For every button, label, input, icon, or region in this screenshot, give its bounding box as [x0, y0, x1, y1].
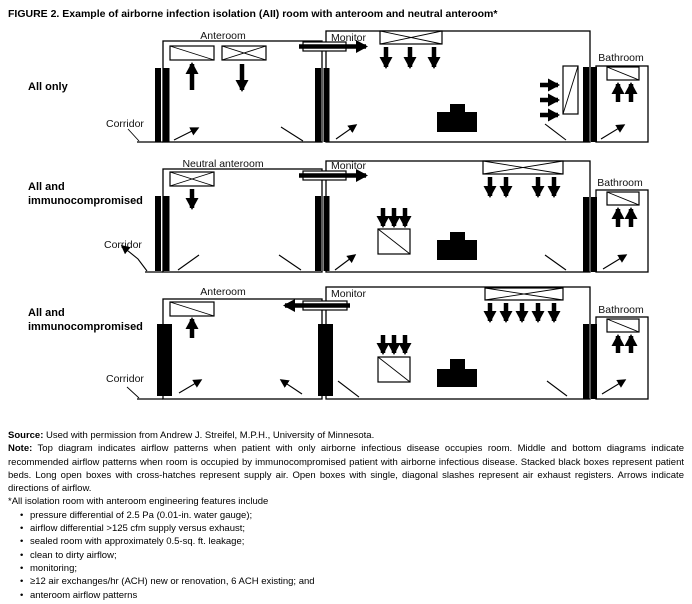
monitor-label: Monitor — [331, 288, 367, 300]
supply-register-icon — [482, 160, 564, 175]
exhaust-register-icon — [377, 228, 411, 255]
door-airflow-arrows — [178, 379, 627, 398]
airflow-arrows-down — [376, 208, 412, 228]
door-airflow-arrows — [173, 123, 626, 142]
exhaust-register-icon — [169, 45, 215, 61]
airflow-arrows-up — [611, 334, 638, 353]
patient-bed — [437, 232, 477, 260]
source-label: Source: — [8, 430, 44, 441]
diagram-type-label: All only — [28, 81, 69, 93]
engineering-feature-item: airflow differential >125 cfm supply ver… — [20, 522, 684, 536]
anteroom-label: Anteroom — [200, 30, 246, 42]
diagram-type-label: immunocompromised — [28, 321, 143, 333]
bathroom-label: Bathroom — [598, 304, 644, 316]
diagram-type-label: immunocompromised — [28, 195, 143, 207]
patient-bed — [437, 359, 477, 387]
airflow-arrows-down — [379, 47, 441, 69]
monitor-label: Monitor — [331, 160, 367, 172]
airflow-arrows-down — [376, 335, 412, 355]
footnote-intro: *All isolation room with anteroom engine… — [8, 496, 269, 508]
corridor-label: Corridor — [106, 118, 144, 130]
supply-register-icon — [169, 171, 215, 187]
supply-register-icon — [379, 30, 443, 45]
source-line: Source: Used with permission from Andrew… — [8, 429, 684, 442]
bathroom-label: Bathroom — [597, 177, 643, 189]
patient-bed — [437, 104, 477, 132]
engineering-feature-item: monitoring; — [20, 562, 684, 576]
doors — [155, 196, 597, 272]
source-text: Used with permission from Andrew J. Stre… — [46, 430, 375, 441]
corridor-label: Corridor — [106, 373, 144, 385]
room-outlines — [145, 160, 649, 273]
engineering-feature-item: clean to dirty airflow; — [20, 549, 684, 563]
note-label: Note: — [8, 443, 33, 455]
exhaust-register-icon — [606, 66, 640, 81]
exhaust-register-icon — [606, 191, 640, 206]
bathroom-label: Bathroom — [598, 52, 644, 64]
engineering-feature-item: ≥12 air exchanges/hr (ACH) new or renova… — [20, 575, 684, 589]
engineering-features-list: pressure differential of 2.5 Pa (0.01-in… — [8, 509, 684, 602]
diagram-aii-only: All only Anteroom Monitor Bathroom Corri… — [28, 30, 649, 143]
engineering-feature-item: anteroom airflow patterns — [20, 589, 684, 603]
door-airflow-arrows — [120, 245, 628, 272]
diagram-type-label: All and — [28, 307, 65, 319]
airflow-arrows-up — [611, 207, 638, 227]
supply-register-icon — [221, 45, 267, 61]
exhaust-register-icon — [606, 318, 640, 333]
note-text: Top diagram indicates airflow patterns w… — [8, 443, 684, 495]
anteroom-label: Neutral anteroom — [182, 158, 263, 170]
corridor-label: Corridor — [104, 239, 142, 251]
exhaust-register-icon — [377, 356, 411, 383]
diagram-neutral-anteroom: All and immunocompromised Neutral antero… — [28, 158, 649, 273]
pressure-monitor-icon — [299, 40, 368, 53]
exhaust-register-icon — [169, 301, 215, 317]
aii-room-diagrams: All only Anteroom Monitor Bathroom Corri… — [28, 30, 649, 400]
airflow-arrows-down — [483, 177, 561, 198]
diagram-type-label: All and — [28, 181, 65, 193]
doors — [155, 67, 597, 142]
anteroom-label: Anteroom — [200, 286, 246, 298]
engineering-feature-item: sealed room with approximately 0.5-sq. f… — [20, 535, 684, 549]
figure-title: FIGURE 2. Example of airborne infection … — [8, 8, 498, 20]
doors — [157, 324, 597, 399]
note-line: Note: Top diagram indicates airflow patt… — [8, 442, 684, 495]
airflow-arrows-down — [483, 303, 561, 323]
exhaust-register-icon — [562, 65, 579, 115]
airflow-arrows-up — [611, 82, 638, 102]
supply-register-icon — [484, 287, 564, 301]
engineering-feature-item: pressure differential of 2.5 Pa (0.01-in… — [20, 509, 684, 523]
diagram-anteroom-exhaust: All and immunocompromised Anteroom Monit… — [28, 286, 649, 400]
pressure-monitor-icon — [283, 299, 350, 312]
pressure-monitor-icon — [299, 169, 368, 182]
airflow-arrows-right — [540, 78, 560, 122]
figure-caption: Source: Used with permission from Andrew… — [0, 419, 692, 602]
